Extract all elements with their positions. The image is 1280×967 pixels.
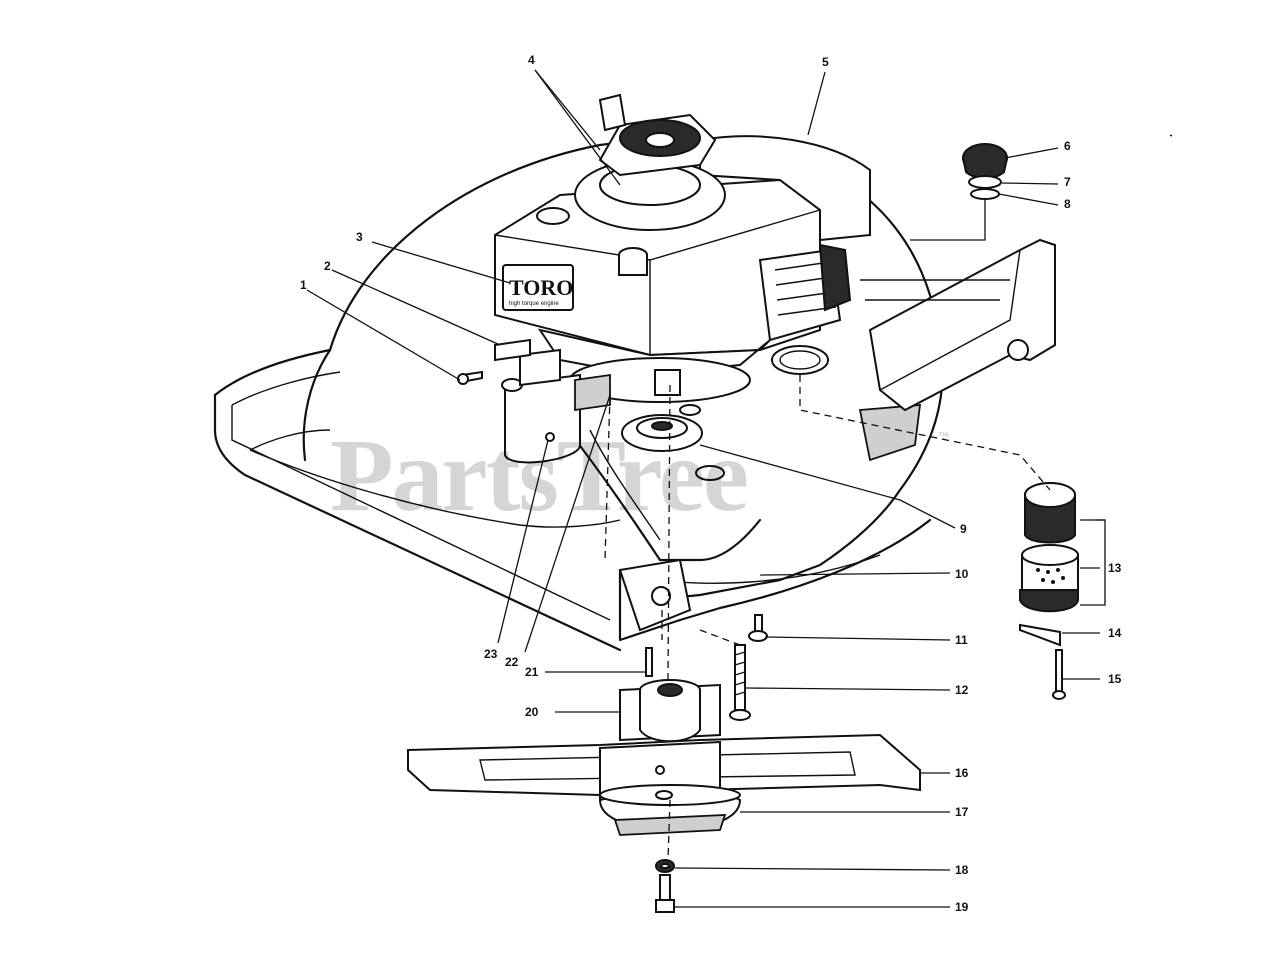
callout-23: 23 <box>484 647 498 661</box>
callout-4: 4 <box>528 53 535 67</box>
callout-19: 19 <box>955 900 969 914</box>
callout-20: 20 <box>525 705 539 719</box>
callout-14: 14 <box>1108 626 1122 640</box>
blade-assembly <box>407 370 921 913</box>
callout-7: 7 <box>1064 175 1071 189</box>
callout-leaders <box>306 69 1100 908</box>
callout-15: 15 <box>1108 672 1122 686</box>
callout-12: 12 <box>955 683 969 697</box>
starter-motor <box>494 338 611 464</box>
brand-plate <box>502 264 574 311</box>
callout-17: 17 <box>955 805 969 819</box>
engine: TORO high torque engine <box>494 93 871 403</box>
connection-lines <box>604 200 1106 861</box>
callout-18: 18 <box>955 863 969 877</box>
callout-labels: 1 2 3 4 5 6 7 8 9 10 11 12 13 14 15 16 1… <box>300 53 1122 914</box>
watermark-text: PartsTree <box>330 418 747 533</box>
watermark-trademark: ™ <box>938 431 949 443</box>
brand-logo-subtext: high torque engine <box>509 301 559 307</box>
callout-9: 9 <box>960 522 967 536</box>
callout-16: 16 <box>955 766 969 780</box>
callout-10: 10 <box>955 567 969 581</box>
callout-1: 1 <box>300 278 307 292</box>
callout-2: 2 <box>324 259 331 273</box>
dust-mark <box>1169 134 1173 137</box>
callout-11: 11 <box>955 633 968 647</box>
callout-6: 6 <box>1064 139 1071 153</box>
callout-13: 13 <box>1108 561 1122 575</box>
mower-deck <box>213 137 944 652</box>
air-filter-assembly <box>1019 482 1079 700</box>
handle-bracket <box>860 238 1056 412</box>
callout-5: 5 <box>822 55 829 69</box>
pulley <box>621 404 725 481</box>
callout-8: 8 <box>1064 197 1071 211</box>
brand-logo-text: TORO <box>509 275 573 300</box>
callout-21: 21 <box>525 665 539 679</box>
cap-assembly <box>962 143 1008 200</box>
callout-22: 22 <box>505 655 519 669</box>
callout-3: 3 <box>356 230 363 244</box>
